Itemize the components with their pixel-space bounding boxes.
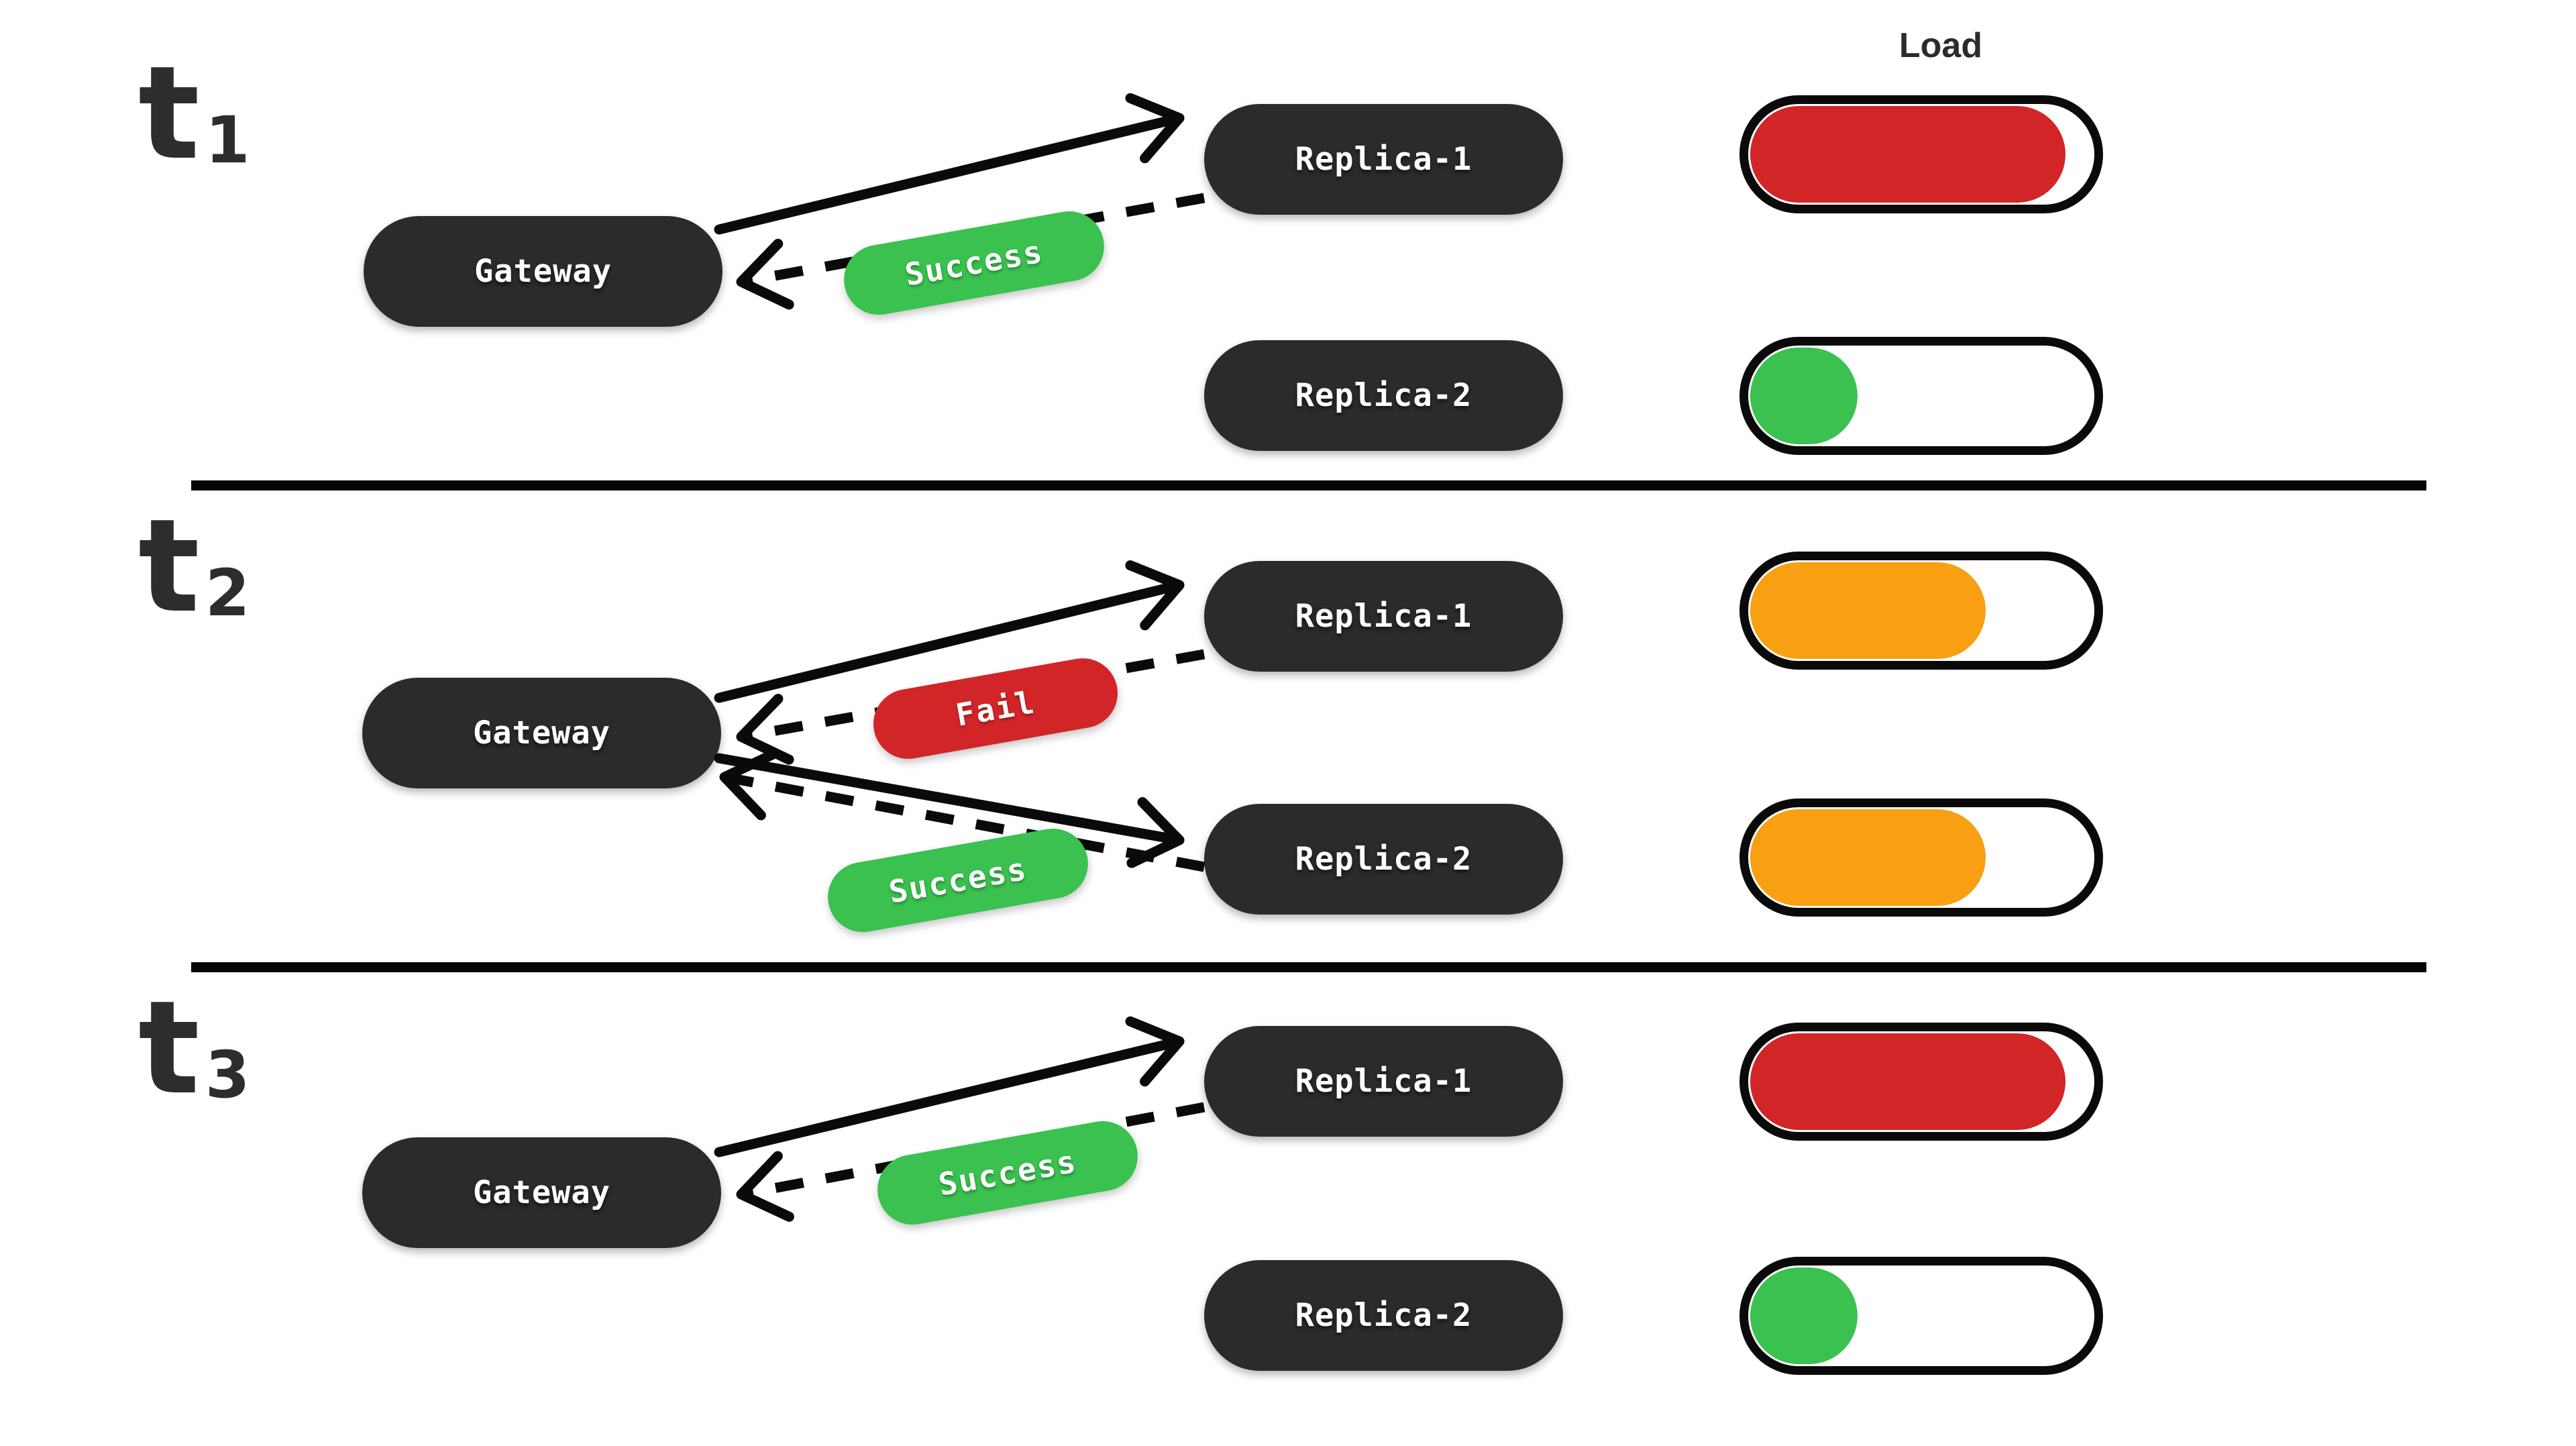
section-divider-2 (191, 962, 2426, 972)
gateway-label: Gateway (472, 1174, 611, 1211)
arrow-request-t1-replica1 (714, 93, 1185, 235)
gateway-label: Gateway (472, 715, 611, 752)
time-subscript: 1 (205, 102, 250, 178)
replica2-node-t2: Replica-2 (1204, 804, 1563, 915)
load-fill-low (1750, 1268, 1858, 1364)
load-fill-low (1750, 348, 1858, 444)
arrow-response-t1-replica1 (736, 193, 1205, 310)
replica1-label: Replica-1 (1295, 598, 1472, 635)
arrow-request-t2-replica1 (714, 560, 1185, 703)
load-fill-high (1750, 1033, 2065, 1130)
replica1-node-t3: Replica-1 (1204, 1026, 1563, 1137)
gateway-node-t3: Gateway (362, 1137, 721, 1248)
load-fill-medium (1750, 809, 1986, 906)
success-badge-label: Success (885, 850, 1030, 911)
time-label-t3: t 3 (138, 974, 250, 1123)
load-column-header: Load (1898, 26, 1983, 65)
replica2-label: Replica-2 (1295, 1297, 1472, 1334)
load-bar-replica2-t3 (1739, 1257, 2103, 1375)
arrow-request-t3-replica1 (714, 1016, 1185, 1157)
gateway-node-t2: Gateway (362, 678, 721, 788)
arrow-response-t2-replica1 (736, 649, 1205, 765)
time-symbol: t (138, 974, 200, 1123)
replica2-label: Replica-2 (1295, 377, 1472, 414)
fail-badge-label: Fail (953, 684, 1038, 733)
load-bar-replica2-t1 (1739, 337, 2103, 455)
success-badge-label: Success (902, 233, 1046, 293)
replica1-label: Replica-1 (1295, 141, 1472, 178)
time-label-t1: t 1 (138, 39, 250, 189)
arrow-response-t3-replica1 (736, 1102, 1205, 1222)
load-fill-high (1750, 106, 2065, 203)
load-fill-medium (1750, 562, 1986, 659)
replica2-label: Replica-2 (1295, 841, 1472, 878)
replica2-node-t3: Replica-2 (1204, 1260, 1563, 1371)
time-symbol: t (138, 492, 200, 641)
success-badge-label: Success (935, 1143, 1080, 1203)
gateway-node-t1: Gateway (364, 216, 722, 327)
section-divider-1 (191, 480, 2426, 490)
load-bar-replica1-t2 (1739, 552, 2103, 670)
arrow-request-t2-replica2 (714, 753, 1185, 868)
replica1-label: Replica-1 (1295, 1063, 1472, 1100)
time-subscript: 3 (205, 1037, 250, 1113)
replica1-node-t2: Replica-1 (1204, 561, 1563, 672)
load-bar-replica2-t2 (1739, 798, 2103, 917)
replica1-node-t1: Replica-1 (1204, 104, 1563, 215)
replica2-node-t1: Replica-2 (1204, 340, 1563, 451)
time-symbol: t (138, 39, 200, 189)
gateway-label: Gateway (474, 253, 612, 290)
time-subscript: 2 (205, 555, 250, 631)
time-label-t2: t 2 (138, 492, 250, 641)
